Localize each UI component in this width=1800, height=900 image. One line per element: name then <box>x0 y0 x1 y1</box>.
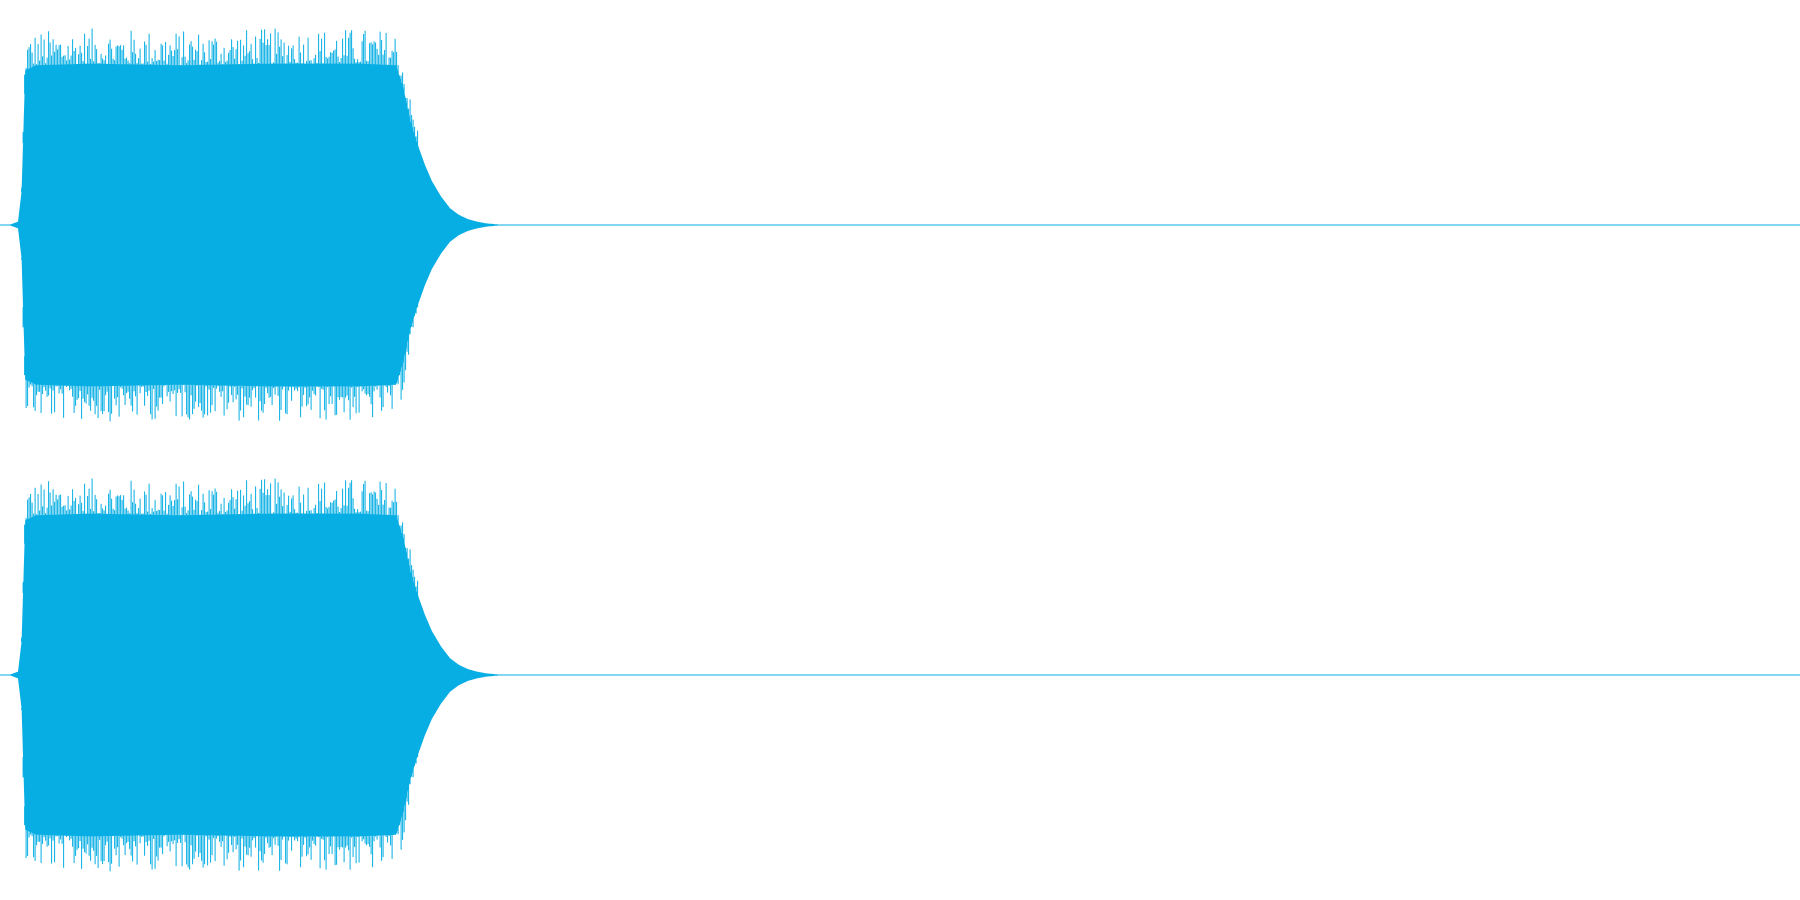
channel-1-waveform <box>0 28 1800 422</box>
channel-1-peaks <box>21 28 419 422</box>
channel-2-waveform <box>0 478 1800 872</box>
channel-2-envelope <box>0 513 540 837</box>
channel-1-envelope <box>0 63 540 387</box>
channel-2-peaks <box>21 478 419 872</box>
